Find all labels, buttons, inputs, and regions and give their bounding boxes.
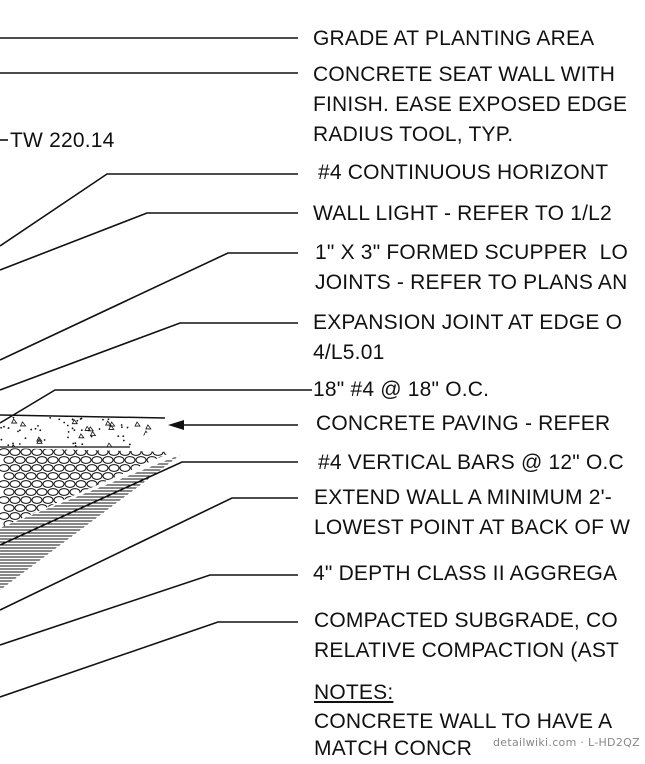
notes-line-2: MATCH CONCR [314,737,473,760]
callout-5-line-1: 1" X 3" FORMED SCUPPER LO [315,241,629,264]
callout-5-line-2: JOINTS - REFER TO PLANS AN [315,271,628,294]
callout-11-line-1: 4" DEPTH CLASS II AGGREGA [313,562,618,585]
leader-vertical-bars [0,461,298,546]
elevation-label: TW 220.14 [10,129,115,152]
callout-4-line-1: WALL LIGHT - REFER TO 1/L2 [313,202,612,225]
callout-12-line-2: RELATIVE COMPACTION (AST [314,639,620,662]
callout-8-line-1: CONCRETE PAVING - REFER [316,412,611,435]
callout-12-line-1: COMPACTED SUBGRADE, CO [314,609,618,632]
leader-dowel [0,389,312,424]
callout-2-line-1: CONCRETE SEAT WALL WITH [313,63,616,86]
callout-7-line-1: 18" #4 @ 18" O.C. [313,378,490,401]
callout-3-line-1: #4 CONTINUOUS HORIZONT [318,161,609,184]
leader-aggregate [0,574,298,646]
callout-9-line-1: #4 VERTICAL BARS @ 12" O.C [318,451,624,474]
leader-subgrade [0,621,298,698]
leader-lines [0,37,312,698]
callout-2-line-3: RADIUS TOOL, TYP. [313,123,514,146]
callout-1-line-1: GRADE AT PLANTING AREA [313,27,595,50]
leader-expansion-joint [0,322,298,391]
leader-scupper [0,252,298,361]
paving-leader-arrow [168,420,298,430]
callout-10-line-2: LOWEST POINT AT BACK OF W [314,516,631,539]
concrete-paving-section [0,414,166,448]
concrete-stipple [0,416,165,447]
callout-6-line-2: 4/L5.01 [313,341,385,364]
callout-2-line-2: FINISH. EASE EXPOSED EDGE [313,93,628,116]
leader-wall-light [0,212,298,271]
notes-line-1: CONCRETE WALL TO HAVE A [314,710,613,733]
watermark: detailwiki.com · L-HD2QZ [493,736,640,749]
leader-horizontal-bar [0,173,298,247]
leader-extend-wall [0,497,298,611]
callout-10-line-1: EXTEND WALL A MINIMUM 2'- [314,486,612,509]
callout-6-line-1: EXPANSION JOINT AT EDGE O [313,311,623,334]
notes-heading: NOTES: [314,681,394,704]
